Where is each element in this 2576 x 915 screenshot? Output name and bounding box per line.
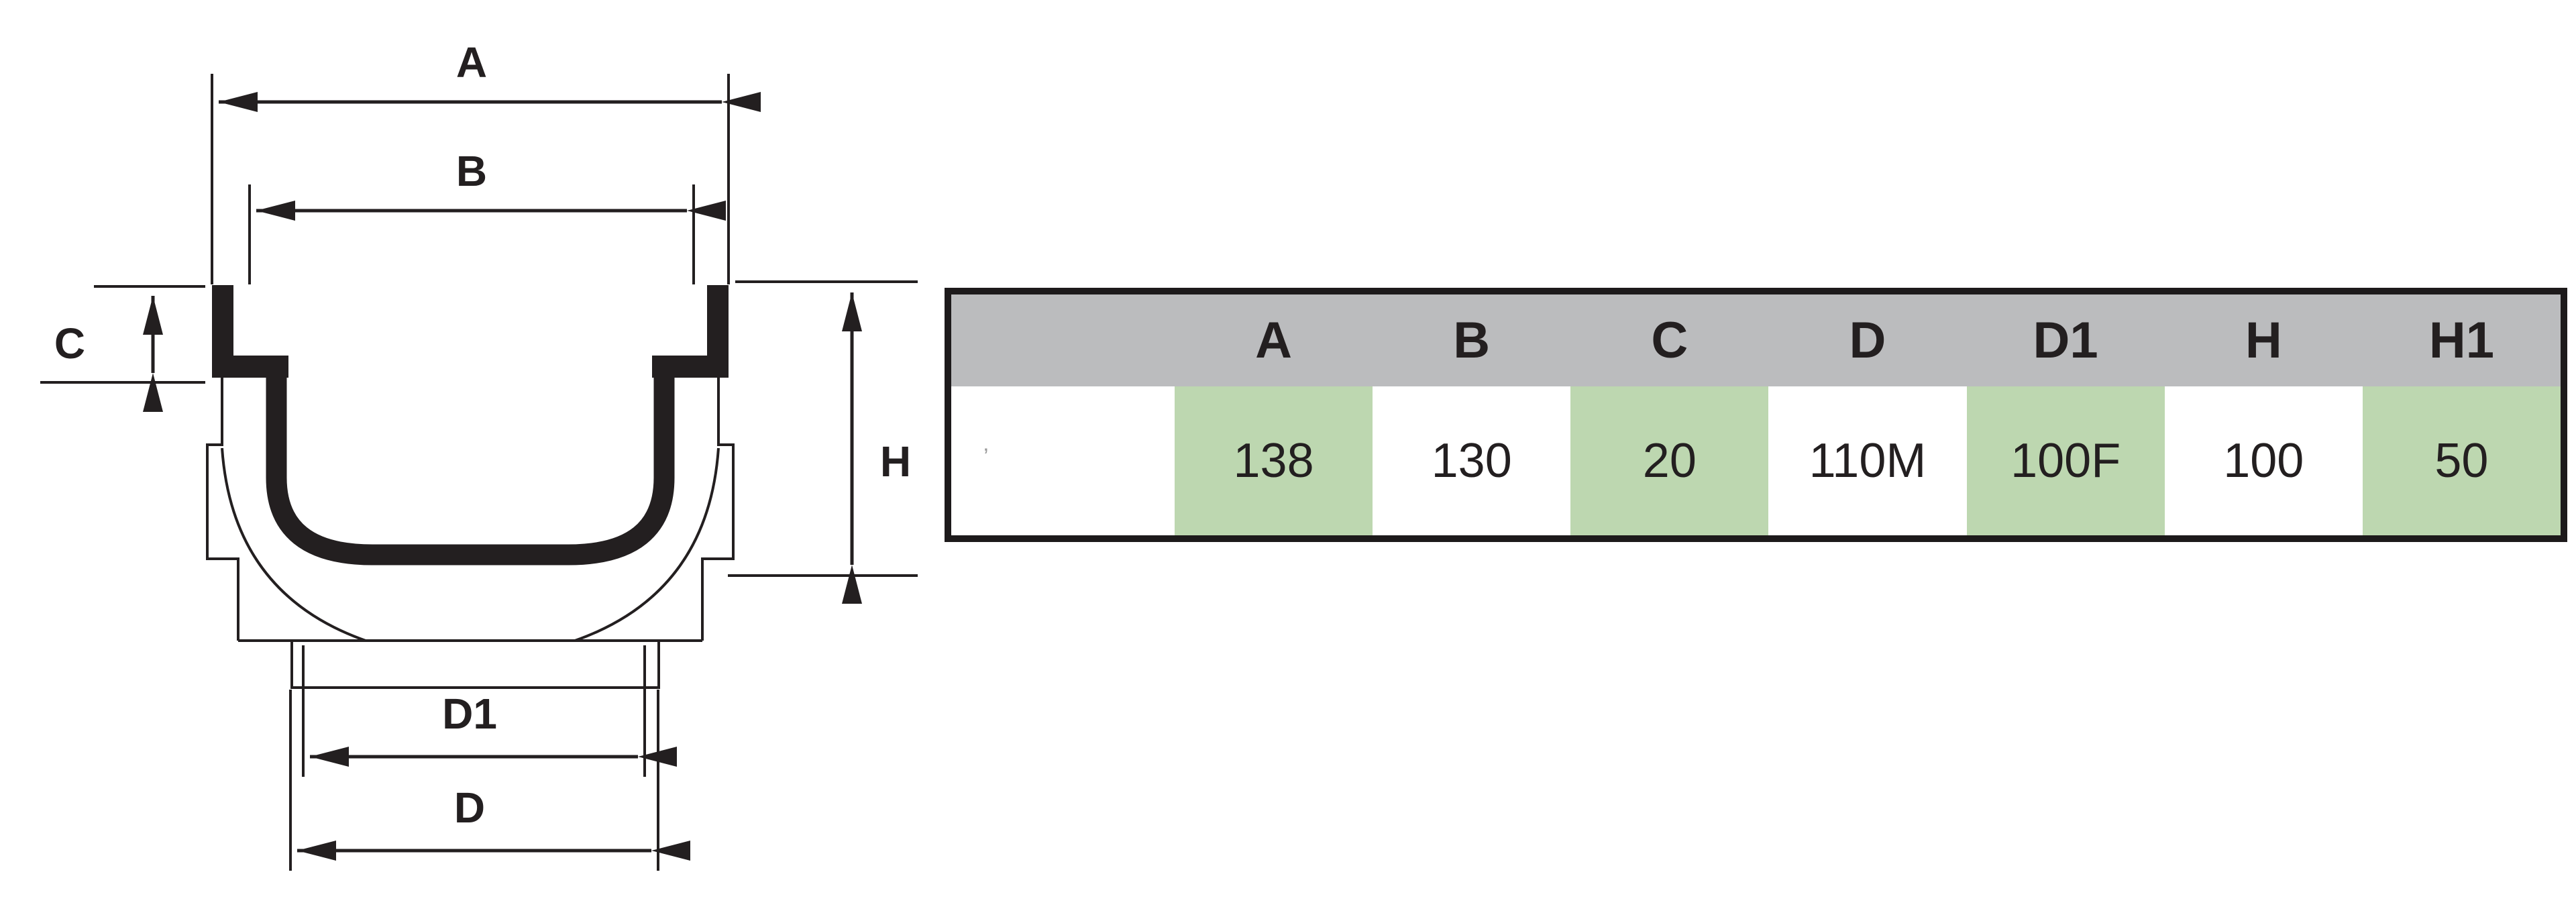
- dimension-c: C: [40, 285, 205, 412]
- table-cell-a-value: 138: [1175, 386, 1373, 535]
- channel-body: [206, 285, 735, 689]
- body-arc-right: [574, 447, 720, 642]
- dimension-h: H: [728, 280, 918, 604]
- dimension-a: A: [211, 38, 761, 284]
- body-arc-left: [221, 447, 366, 642]
- dimension-b: B: [248, 147, 726, 284]
- table-header-h: H: [2164, 294, 2363, 386]
- dim-d-label: D: [454, 784, 485, 832]
- table-header-d: D: [1768, 294, 1967, 386]
- dimension-d: D: [289, 690, 690, 871]
- dim-c-label: C: [54, 319, 85, 368]
- table-header-a: A: [1175, 294, 1373, 386]
- table-cell-d-value: 110M: [1768, 386, 1967, 535]
- body-outline-left: [206, 378, 239, 641]
- dimension-d1: D1: [302, 645, 677, 777]
- dim-d1-label: D1: [442, 690, 497, 738]
- edge-rail-left: [212, 285, 288, 378]
- table-header-blank: [951, 294, 1175, 386]
- edge-rail-right: [652, 285, 729, 378]
- table-header-d1: D1: [1966, 294, 2165, 386]
- table-cell-c-value: 20: [1570, 386, 1769, 535]
- table-header-c: C: [1570, 294, 1769, 386]
- dim-b-label: B: [456, 147, 487, 195]
- table-cell-h-value: 100: [2164, 386, 2363, 535]
- dimensions-table: A B C D D1 H H1 ’ 138 130 20 110M 100F 1…: [945, 288, 2567, 542]
- stray-mark: ’: [983, 444, 989, 470]
- table-cell-blank: ’: [951, 386, 1175, 535]
- dim-h-label: H: [880, 437, 911, 486]
- channel-cross-section-diagram: A B C H: [40, 38, 918, 871]
- body-outline-right: [701, 378, 735, 641]
- table-cell-d1-value: 100F: [1966, 386, 2165, 535]
- table-header-b: B: [1373, 294, 1571, 386]
- table-cell-b-value: 130: [1373, 386, 1571, 535]
- table-cell-h1-value: 50: [2362, 386, 2561, 535]
- dim-a-label: A: [456, 38, 487, 87]
- channel-liner: [266, 378, 675, 566]
- table-header-h1: H1: [2362, 294, 2561, 386]
- base-spigot: [290, 639, 660, 689]
